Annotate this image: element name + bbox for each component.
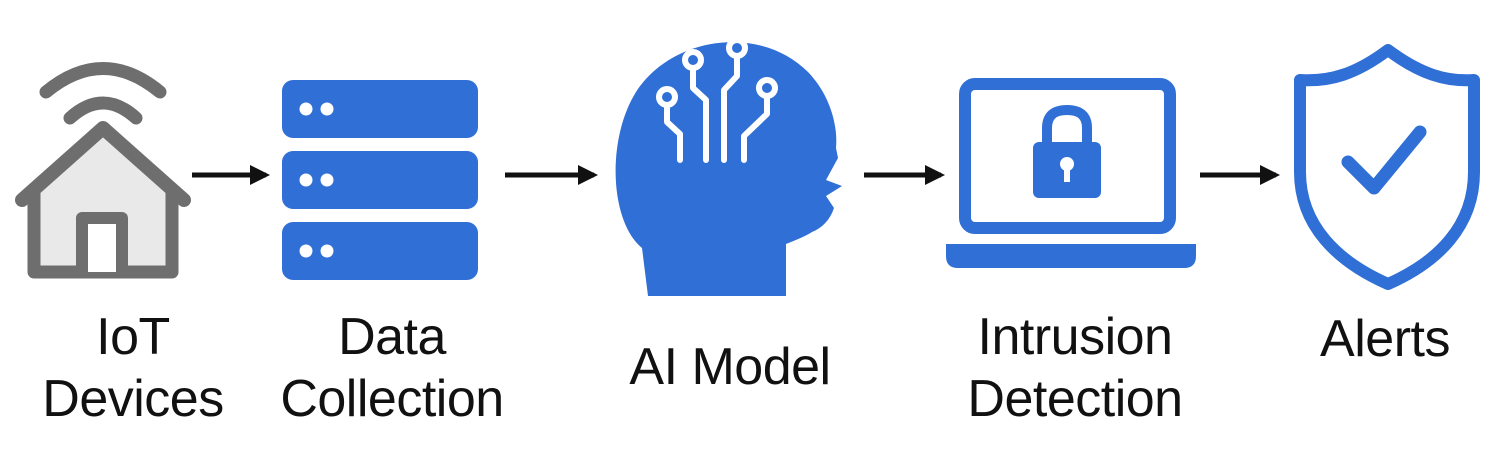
step-label-line: Data [338,308,446,366]
step-label-line: Intrusion [977,308,1173,366]
shield-check-icon [1294,44,1480,290]
database-server-stack-icon [282,80,478,280]
laptop-lock-icon [946,78,1196,268]
step-label-line: Alerts [1320,310,1450,368]
iot-house-wifi-icon [15,62,191,279]
step-label-line: AI Model [629,338,831,396]
step-label-line: IoT [96,308,170,366]
step-label-line: Detection [967,370,1183,428]
step-label-line: Collection [280,370,504,428]
ai-head-circuit-icon [615,37,842,297]
step-label-iot-devices: IoT Devices [28,306,238,430]
step-label-intrusion-detection: Intrusion Detection [945,306,1205,430]
step-label-ai-model: AI Model [600,336,860,398]
step-label-alerts: Alerts [1285,308,1485,370]
step-label-data-collection: Data Collection [262,306,522,430]
step-label-line: Devices [42,370,224,428]
